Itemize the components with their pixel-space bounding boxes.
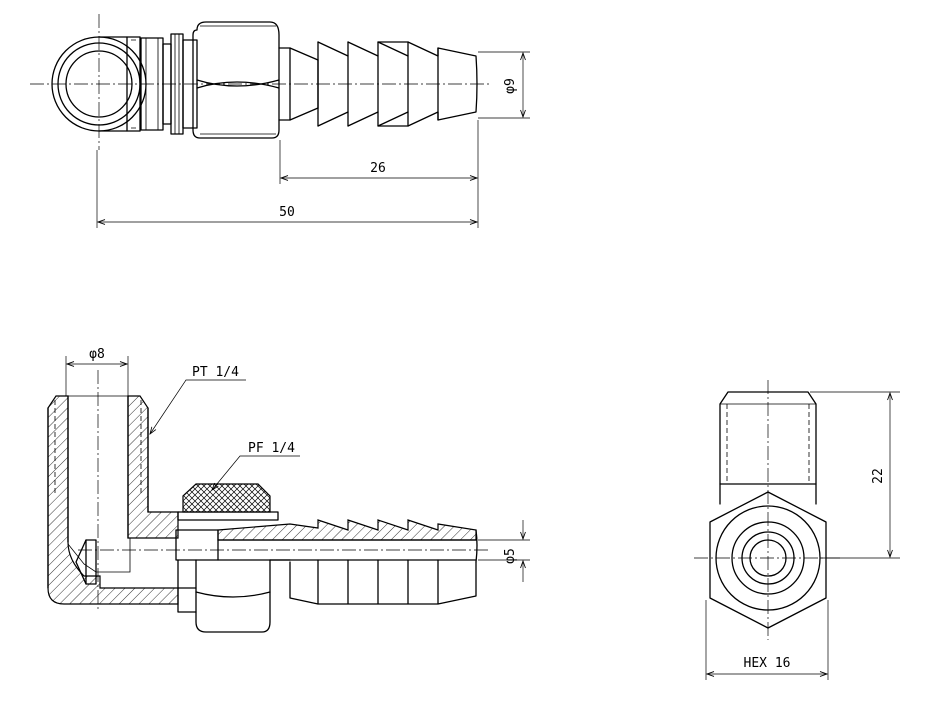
- dim-hose-diameter-label: φ9: [503, 78, 518, 94]
- thread-male-label: PT 1/4: [192, 365, 239, 380]
- leader-thread-male: PT 1/4: [150, 365, 246, 434]
- dim-overall-length: 50: [96, 150, 477, 228]
- thread-nut-label: PF 1/4: [248, 441, 295, 456]
- dim-hose-bore-label: φ5: [503, 548, 518, 564]
- dim-bore-diameter-label: φ8: [89, 347, 105, 362]
- leader-thread-nut: PF 1/4: [212, 441, 300, 490]
- dim-height-label: 22: [871, 468, 886, 484]
- dim-hose-diameter: φ9: [478, 51, 530, 119]
- dim-height: 22: [810, 391, 900, 559]
- dim-hex-size: HEX 16: [705, 600, 829, 680]
- section-view: φ8 PT 1/4 PF 1/4 φ5: [47, 347, 530, 633]
- dim-hose-bore: φ5: [478, 520, 530, 582]
- end-view: 22 HEX 16: [694, 380, 900, 680]
- dim-overall-length-label: 50: [279, 205, 295, 220]
- dim-hex-size-label: HEX 16: [744, 656, 791, 671]
- top-view: φ9 26 50: [30, 14, 530, 228]
- dim-bore-diameter: φ8: [65, 347, 129, 396]
- dim-barb-length: 26: [279, 120, 479, 228]
- hex-nut-top: [192, 21, 280, 139]
- dim-barb-length-label: 26: [370, 161, 386, 176]
